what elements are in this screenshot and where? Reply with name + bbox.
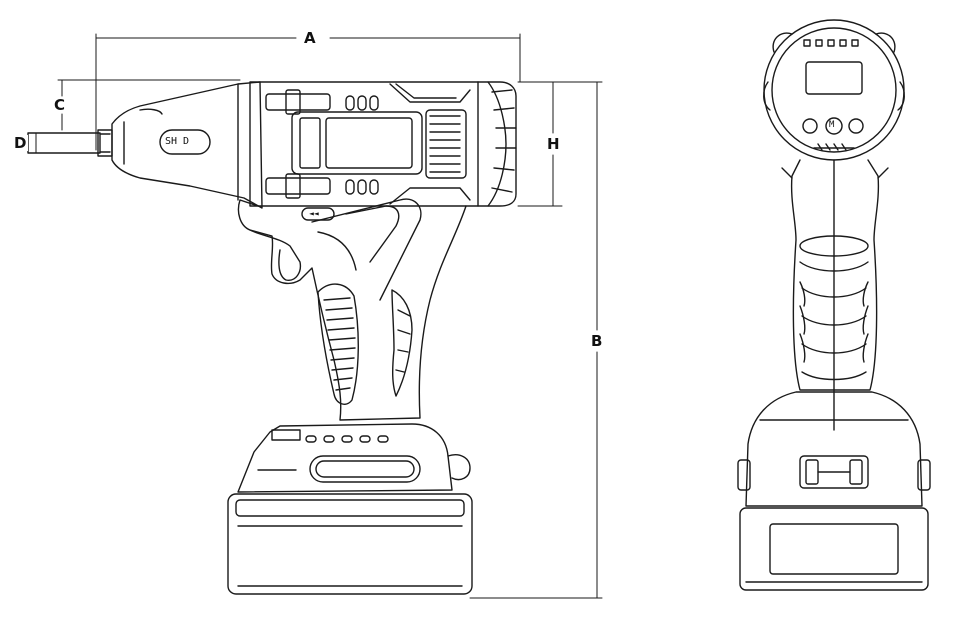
front-top-ticks xyxy=(803,39,859,47)
battery-slots xyxy=(305,435,389,443)
battery-pack xyxy=(227,493,473,595)
front-handle xyxy=(790,159,880,391)
handle-outline xyxy=(237,199,467,421)
square-drive xyxy=(27,129,113,157)
dimension-label-d: D xyxy=(12,134,29,152)
front-view xyxy=(737,19,931,591)
badge xyxy=(159,129,211,155)
dimension-label-h: H xyxy=(545,135,562,153)
grip-right xyxy=(391,289,413,397)
front-lcd xyxy=(805,61,863,95)
side-grill xyxy=(425,109,467,179)
direction-switch-mark: ◄◄ xyxy=(309,209,319,218)
battery-release-slot xyxy=(309,455,421,483)
front-mode-button-label: M xyxy=(829,120,835,130)
main-housing xyxy=(249,81,517,207)
dimension-label-c: C xyxy=(52,96,68,114)
top-vents xyxy=(345,95,379,195)
side-view xyxy=(27,81,517,595)
front-grip-ridges xyxy=(799,261,869,381)
battery-connector xyxy=(237,423,453,493)
trigger xyxy=(249,229,302,281)
grip-left xyxy=(317,283,359,405)
nose-housing xyxy=(111,81,263,209)
lcd-screen xyxy=(325,117,413,169)
front-button-right xyxy=(848,118,864,134)
front-release-button xyxy=(799,455,869,489)
front-battery-mount xyxy=(745,391,923,507)
dimension-label-b: B xyxy=(589,332,605,350)
dimension-lines xyxy=(27,33,603,599)
badge-text: SH D xyxy=(165,136,190,147)
front-battery-pack xyxy=(739,507,929,591)
front-button-left xyxy=(802,118,818,134)
dimension-label-a: A xyxy=(302,29,318,47)
display-panel xyxy=(291,111,423,175)
front-button-mode xyxy=(825,117,843,135)
